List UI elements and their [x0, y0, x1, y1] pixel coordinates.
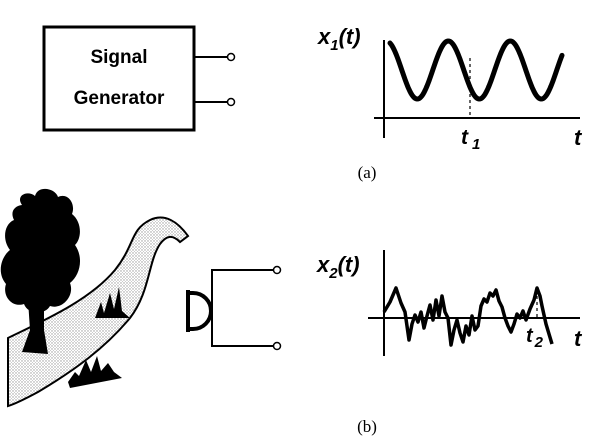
grass-tuft-upper [95, 287, 130, 318]
generator-label-line2: Generator [74, 88, 165, 109]
plot-a-label-var: x [317, 24, 331, 49]
generator-label-line1: Signal [90, 47, 147, 68]
plot-b-label-var: x [316, 252, 330, 277]
plot-b-x-axis-label: t [574, 326, 583, 351]
microphone-terminal-bottom [272, 341, 282, 351]
plot-a-label-sub: 1 [330, 37, 338, 54]
tree-trunk [22, 300, 48, 354]
plot-a-x-axis-label: t [574, 125, 583, 150]
plot-b-noise-waveform [382, 286, 554, 347]
generator-terminal-bottom [226, 97, 236, 107]
plot-b-label-sub: 2 [328, 265, 338, 282]
caption-b: (b) [357, 417, 377, 436]
microphone-terminal-top [272, 265, 282, 275]
plot-b-t2-label-sub: 2 [534, 334, 544, 351]
tree-canopy [0, 188, 81, 313]
microphone-wire-bottom [211, 311, 273, 347]
plot-b-label: x2(t) [316, 252, 360, 282]
generator-terminal-top [226, 52, 236, 62]
plot-a-t1-label-sub: 1 [472, 136, 480, 153]
plot-b-t2-label-main: t [526, 325, 534, 347]
grass-tuft-lower [68, 356, 122, 388]
caption-a: (a) [358, 163, 377, 182]
plot-a-label-arg: (t) [339, 24, 361, 49]
plot-a-label: x1(t) [317, 24, 361, 54]
microphone-wire-top [211, 269, 273, 311]
microphone-group [186, 265, 282, 351]
signal-generator-box [42, 25, 196, 132]
plot-a-t1-label-main: t [461, 126, 469, 149]
microphone-icon [188, 291, 213, 331]
signal-generator-group: Signal Generator [42, 25, 236, 132]
plot-b-label-arg: (t) [338, 252, 360, 277]
nature-scene-group [0, 188, 190, 408]
plot-a-sine-waveform [387, 38, 565, 102]
